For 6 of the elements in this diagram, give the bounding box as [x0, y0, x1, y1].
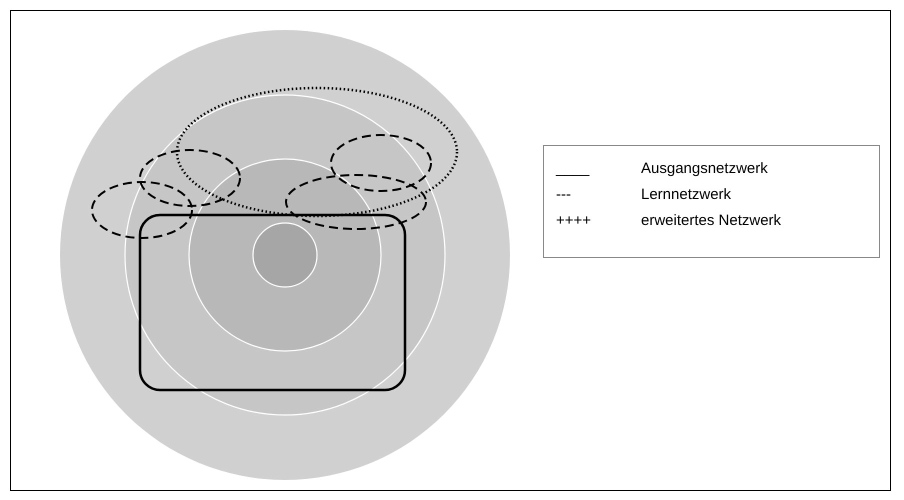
- symbol-text: ____: [556, 159, 590, 179]
- description-text: Ausgangsnetzwerk: [641, 159, 769, 179]
- description-text: Lernnetzwerk: [641, 185, 732, 205]
- symbol-text: ++++: [556, 211, 592, 231]
- symbol-text: ---: [556, 185, 572, 205]
- description-text: erweitertes Netzwerk: [641, 211, 782, 231]
